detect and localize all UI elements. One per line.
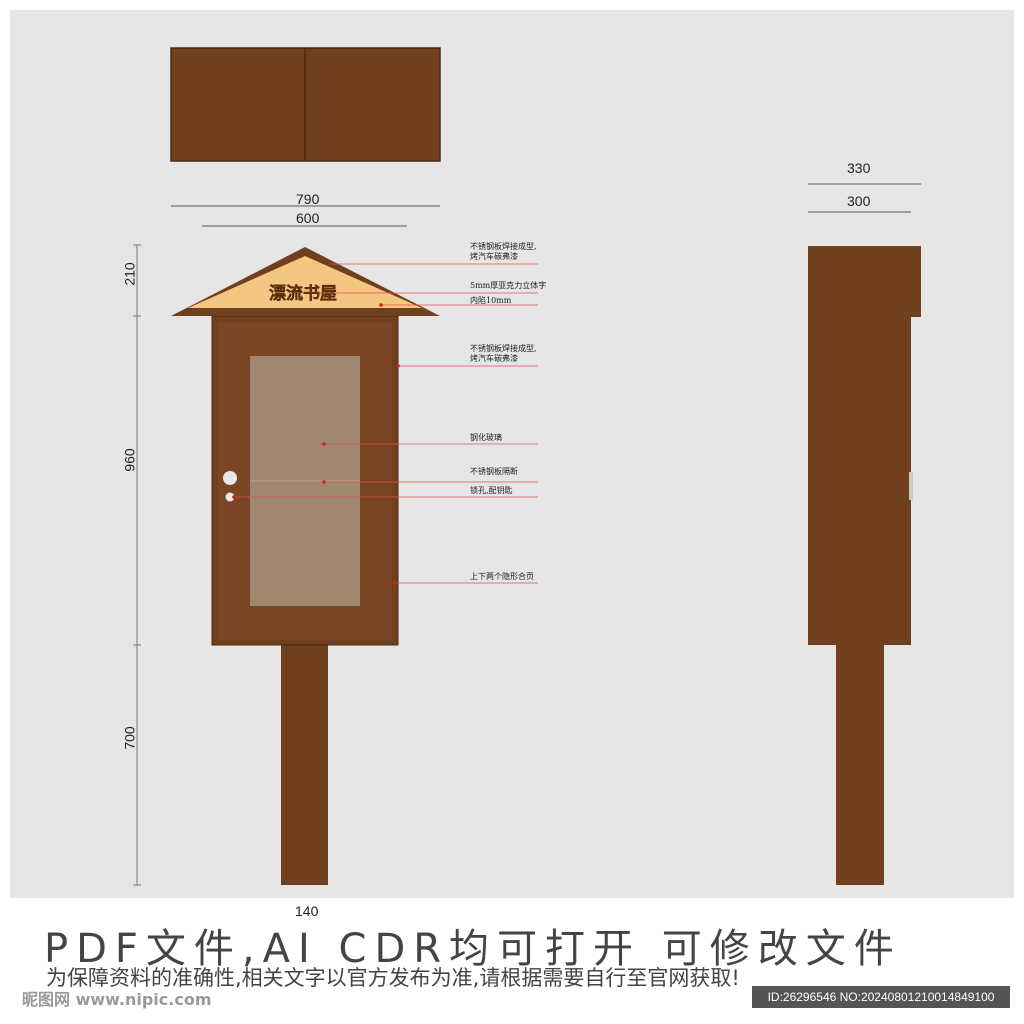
annotation-lock: 锁孔,配钥匙 xyxy=(470,486,513,495)
top-view xyxy=(170,47,441,162)
roof-sign-panel xyxy=(188,256,422,308)
side-cabinet xyxy=(808,316,911,645)
dim-side-inner: 300 xyxy=(847,193,871,209)
side-post xyxy=(836,645,884,885)
footer-subline: 为保障资料的准确性,相关文字以官方发布为准,请根据需要自行至官网获取! xyxy=(46,966,740,990)
annotation-glass: 钢化玻璃 xyxy=(470,433,502,442)
leader-dots xyxy=(232,303,400,585)
side-dimension-lines xyxy=(808,183,921,213)
side-view xyxy=(808,246,921,885)
annotation-cabinet-material: 不锈钢板焊接成型,烤汽车碳弗漆 xyxy=(470,344,537,363)
annotation-recess: 内陷10mm xyxy=(470,296,512,305)
front-dimension-lines xyxy=(171,205,440,227)
sign-text: 漂流书屋 xyxy=(269,283,337,304)
key-hole xyxy=(225,492,235,502)
leader-lines xyxy=(234,263,538,584)
footer-headline: PDF文件,AI CDR均可打开 可修改文件 xyxy=(44,926,902,972)
dim-top-outer: 790 xyxy=(296,191,320,207)
annotation-acrylic-letters: 5mm厚亚克力立体字 xyxy=(470,281,547,290)
dim-top-inner: 600 xyxy=(296,210,320,226)
watermark-site: 昵图网 www.nipic.com xyxy=(22,990,212,1009)
door-knob xyxy=(223,471,237,485)
dim-cabinet-height: 960 xyxy=(121,448,138,472)
dim-side-outer: 330 xyxy=(847,160,871,176)
dim-post-width: 140 xyxy=(295,903,319,919)
vertical-dimension-line xyxy=(133,244,141,886)
dim-post-height: 700 xyxy=(121,726,138,750)
watermark-id: ID:26296546 NO:20240801210014849100 xyxy=(752,986,1010,1008)
front-view: 漂流书屋 xyxy=(171,247,440,885)
side-hinge-mark xyxy=(909,472,913,500)
dim-roof-height: 210 xyxy=(121,262,138,286)
side-roof-block xyxy=(808,246,921,317)
annotation-divider: 不锈钢板隔断 xyxy=(470,467,518,476)
annotation-roof-material: 不锈钢板焊接成型,烤汽车碳弗漆 xyxy=(470,242,537,261)
annotation-hinges: 上下两个隐形合页 xyxy=(470,572,534,581)
front-post xyxy=(281,645,328,885)
